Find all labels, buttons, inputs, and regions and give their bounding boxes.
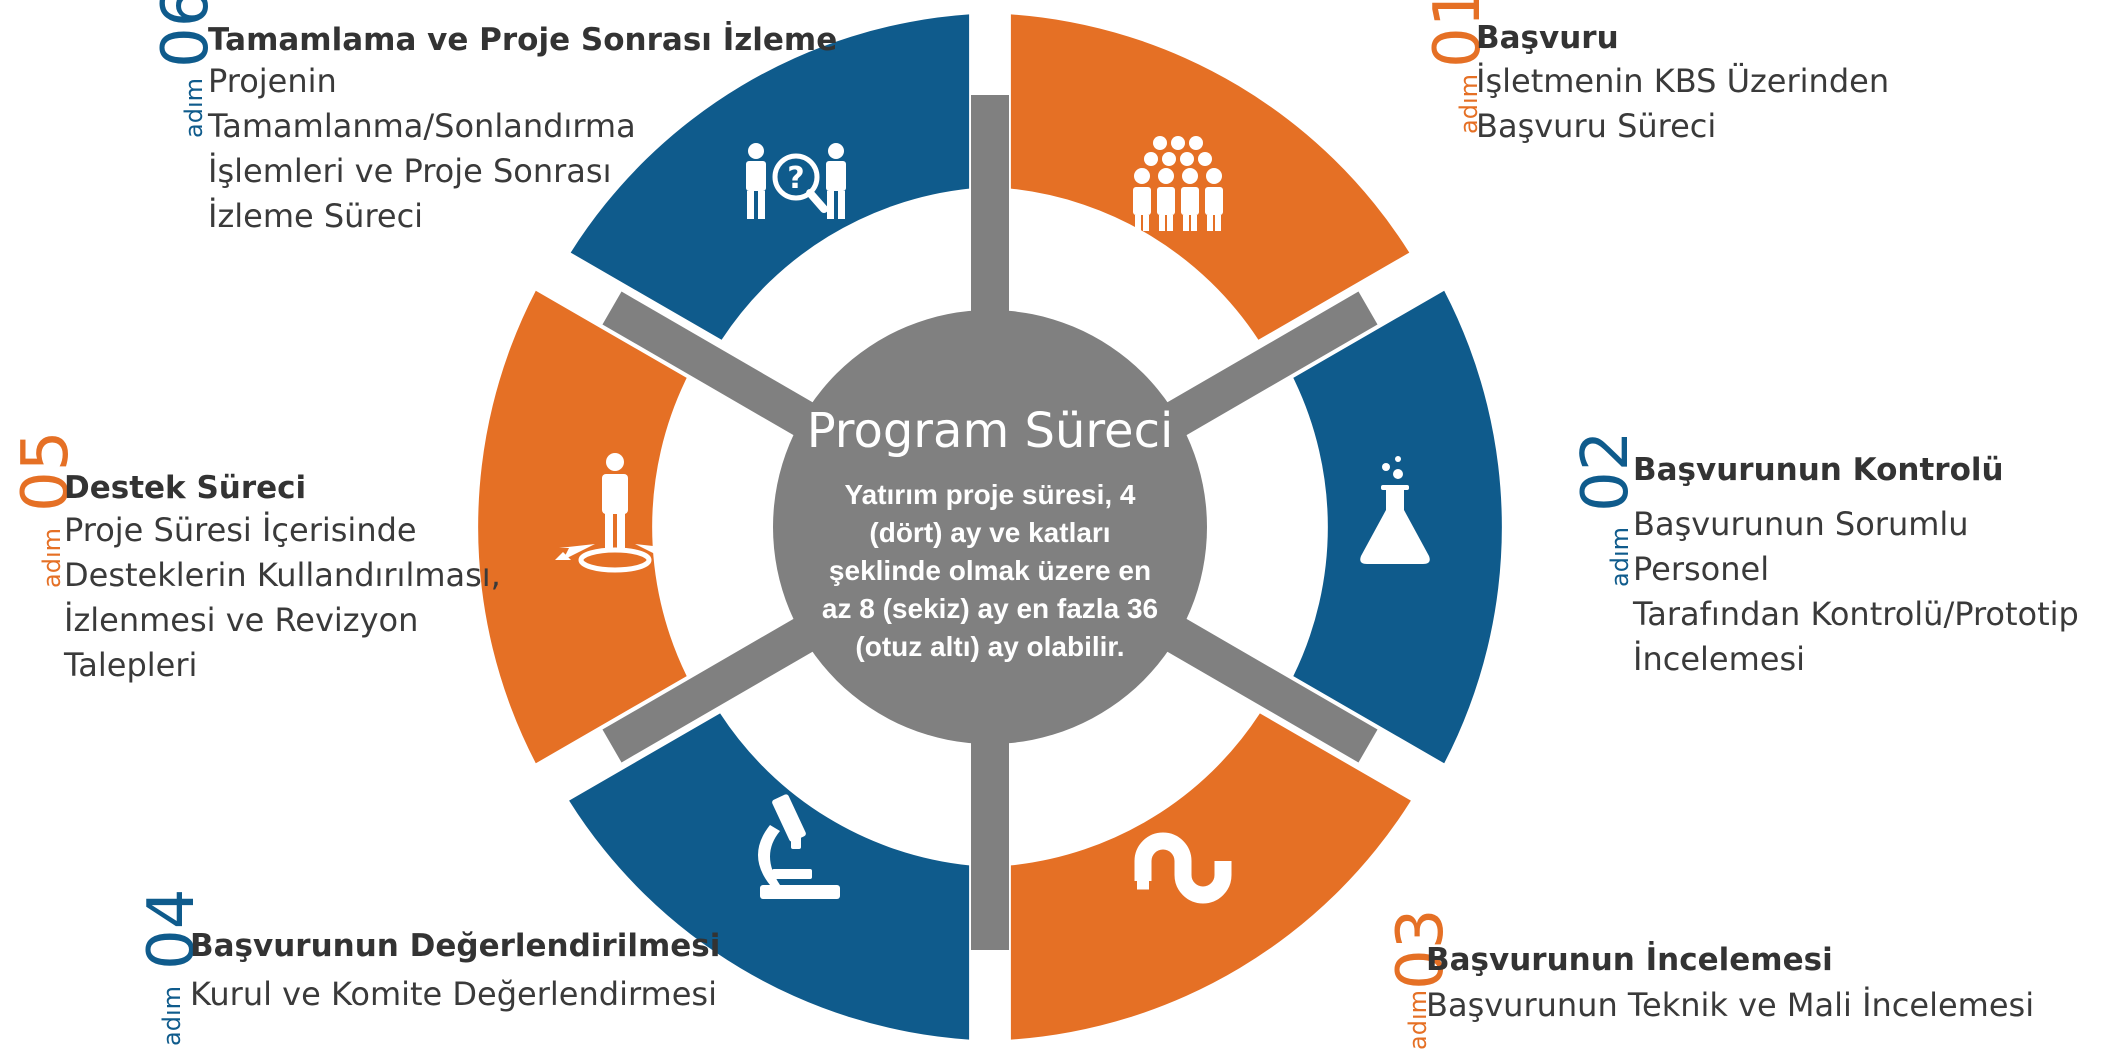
segment-06[interactable] [570,14,970,340]
step-04-title: Başvurunun Değerlendirilmesi [190,928,721,964]
step-06-desc-line: Projenin [208,62,337,100]
step-05-desc-line: İzlenmesi ve Revizyon [64,601,419,639]
center-title: Program Süreci [806,403,1174,459]
people-group-icon [1133,136,1223,231]
center-disc [773,310,1207,744]
segment-03[interactable] [1010,713,1411,1040]
step-01[interactable]: Başvuru İşletmenin KBS Üzerinden Başvuru… [1476,20,1889,149]
microscope-icon [758,794,840,899]
step-01-title: Başvuru [1476,20,1619,56]
step-05-desc-line: Proje Süresi İçerisinde [64,511,417,549]
step-05[interactable]: Destek Süreci Proje Süresi İçerisinde De… [64,470,501,688]
step-02-desc-line: Başvurunun Sorumlu Personel [1633,505,1969,588]
step-06-adim: adım [180,78,208,138]
step-04-adim: adım [158,986,186,1046]
step-02-desc-line: Tarafından Kontrolü/Prototip [1633,595,2079,633]
step-06-desc-line: Tamamlanma/Sonlandırma [208,107,636,145]
step-03[interactable]: Başvurunun İncelemesi Başvurunun Teknik … [1426,942,2034,1028]
step-03-title: Başvurunun İncelemesi [1426,942,1833,978]
step-02-adim: adım [1606,527,1634,587]
step-04-desc-line: Kurul ve Komite Değerlendirmesi [190,975,717,1013]
step-03-desc-line: Başvurunun Teknik ve Mali İncelemesi [1426,986,2035,1024]
people-question-icon: ? [746,143,846,219]
step-02[interactable]: Başvurunun Kontrolü Başvurunun Sorumlu P… [1633,452,2110,682]
step-05-title: Destek Süreci [64,470,307,506]
step-05-desc-line: Talepleri [64,646,198,684]
step-01-desc-line: İşletmenin KBS Üzerinden [1476,62,1890,100]
step-05-desc-line: Desteklerin Kullandırılması, [64,556,501,594]
svg-text:?: ? [787,161,804,196]
stumbleupon-icon [1134,832,1232,904]
step-06-desc-line: İşlemleri ve Proje Sonrası [208,152,612,190]
segment-05[interactable] [478,290,687,764]
step-02-desc-line: İncelemesi [1633,640,1805,678]
flask-icon [1360,456,1430,564]
person-arrows-icon [555,453,675,573]
step-06[interactable]: Tamamlama ve Proje Sonrası İzleme Projen… [208,22,837,239]
step-06-title: Tamamlama ve Proje Sonrası İzleme [208,22,838,58]
step-02-title: Başvurunun Kontrolü [1633,452,2004,488]
center-text: Yatırım proje süresi, 4 (dört) ay ve kat… [821,479,1159,662]
step-02-number: 02 [1569,430,1643,512]
step-04[interactable]: Başvurunun Değerlendirilmesi Kurul ve Ko… [190,928,720,1017]
step-05-adim: adım [38,528,66,588]
step-01-desc-line: Başvuru Süreci [1476,107,1717,145]
step-06-desc-line: İzleme Süreci [208,197,424,235]
